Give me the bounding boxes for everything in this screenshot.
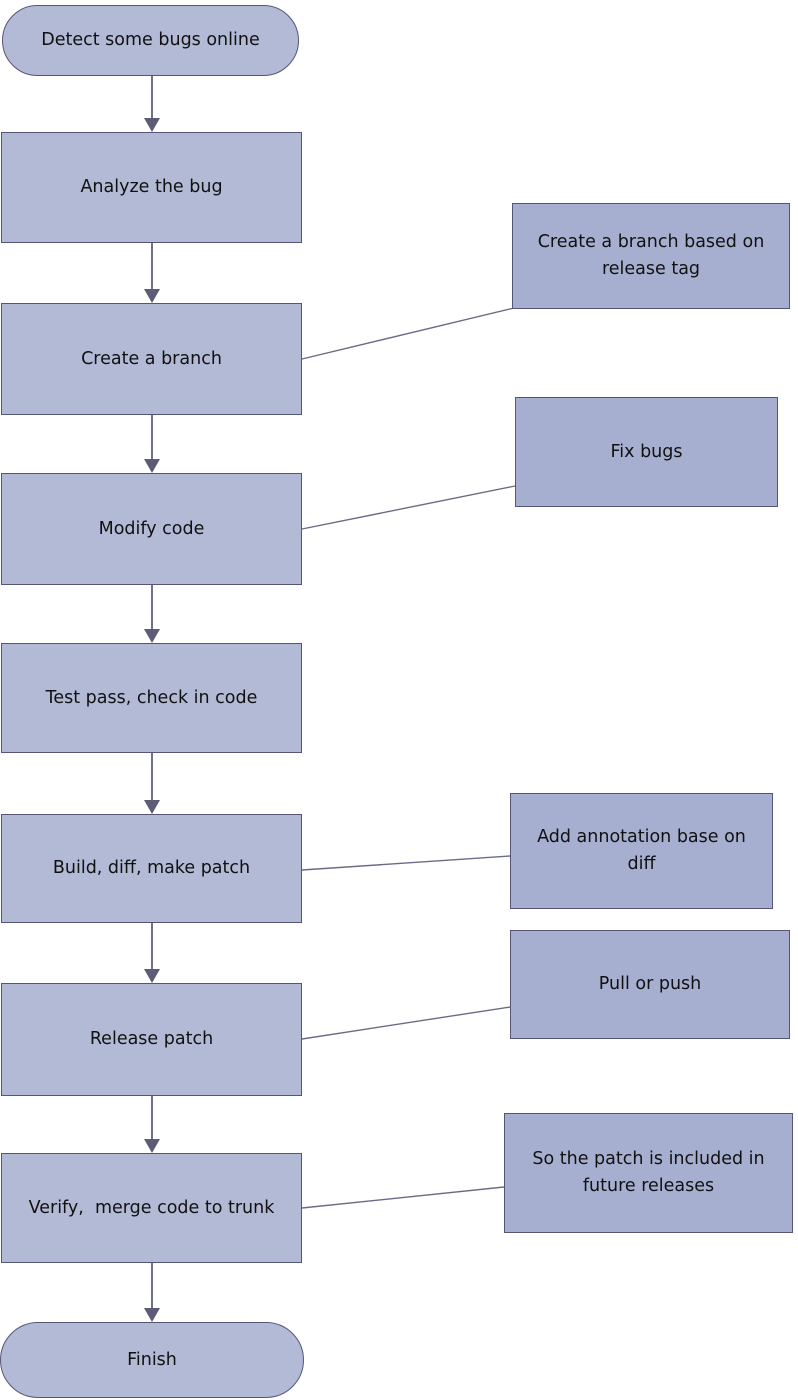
node-label: Modify code — [98, 518, 205, 539]
connector-included — [301, 1186, 505, 1209]
process-analyze-bug: Analyze the bug — [1, 132, 302, 243]
process-verify-merge-trunk: Verify, merge code to trunk — [1, 1153, 302, 1263]
node-label: Verify, merge code to trunk — [28, 1197, 275, 1218]
arrowhead-icon — [144, 629, 160, 643]
annotation-patch-future-releases: So the patch is included in future relea… — [504, 1113, 793, 1233]
annotation-label: Fix bugs — [610, 441, 683, 462]
connector-pullpush — [301, 1006, 511, 1040]
arrowhead-icon — [144, 800, 160, 814]
connector-annotation — [301, 855, 511, 871]
node-label: Test pass, check in code — [45, 687, 258, 708]
annotation-add-annotation-diff: Add annotation base on diff — [510, 793, 773, 909]
annotation-label: Add annotation base on diff — [537, 827, 752, 874]
node-label: Create a branch — [81, 348, 222, 369]
process-build-diff-make-patch: Build, diff, make patch — [1, 814, 302, 923]
flow-arrowheads — [144, 118, 160, 1322]
arrowhead-icon — [144, 1139, 160, 1153]
node-label: Finish — [127, 1349, 177, 1370]
node-label: Analyze the bug — [80, 177, 223, 197]
arrowhead-icon — [144, 118, 160, 132]
annotation-create-branch-release-tag: Create a branch based on release tag — [512, 203, 790, 309]
process-modify-code: Modify code — [1, 473, 302, 585]
arrowhead-icon — [144, 459, 160, 473]
node-label: Build, diff, make patch — [52, 858, 251, 878]
process-release-patch: Release patch — [1, 983, 302, 1096]
arrowhead-icon — [144, 289, 160, 303]
process-test-pass-check-in: Test pass, check in code — [1, 643, 302, 753]
process-create-branch: Create a branch — [1, 303, 302, 415]
arrowhead-icon — [144, 1308, 160, 1322]
annotation-connectors — [301, 307, 516, 1209]
connector-branch-note — [301, 307, 515, 360]
annotation-fix-bugs: Fix bugs — [515, 397, 778, 507]
annotation-label: Pull or push — [598, 974, 702, 994]
connector-fixbugs — [301, 485, 516, 530]
annotation-label: Create a branch based on release tag — [537, 232, 770, 279]
annotation-label: So the patch is included in future relea… — [532, 1149, 771, 1196]
terminator-detect-bugs: Detect some bugs online — [2, 5, 299, 76]
terminator-finish: Finish — [0, 1322, 304, 1398]
arrowhead-icon — [144, 969, 160, 983]
annotation-pull-or-push: Pull or push — [510, 930, 790, 1039]
node-label: Detect some bugs online — [41, 30, 260, 50]
node-label: Release patch — [89, 1029, 214, 1049]
